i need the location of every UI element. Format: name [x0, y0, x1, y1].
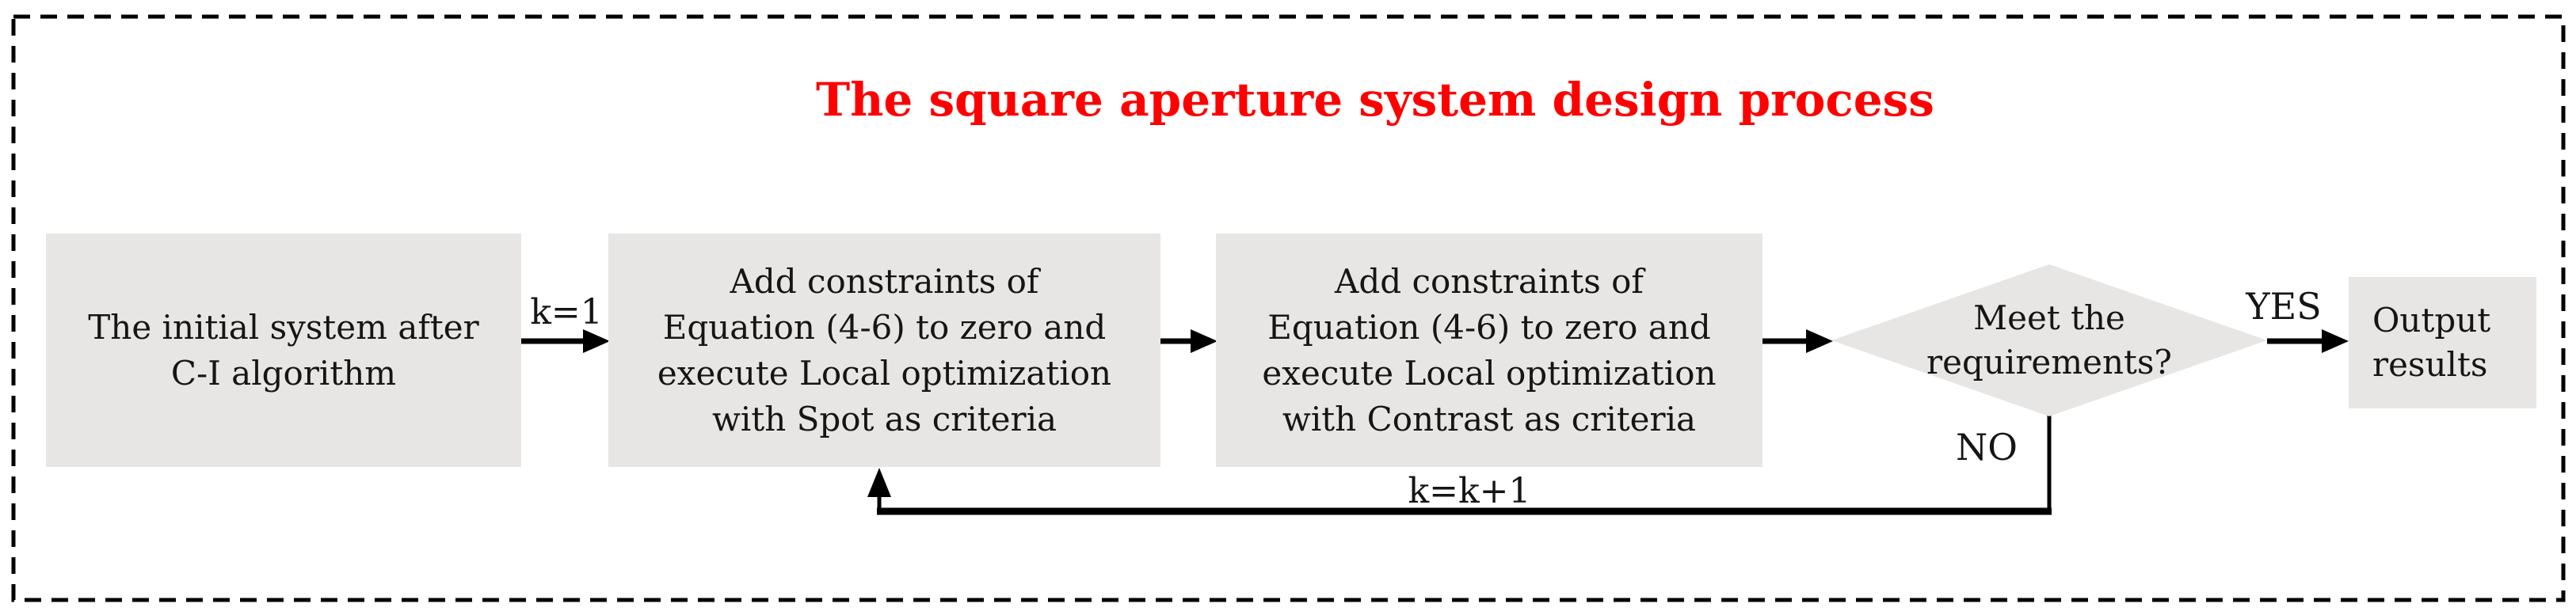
arrow-spot-to-contrast: [1160, 329, 1218, 353]
dashed-border: [11, 14, 2566, 602]
node-text-line: execute Local optimization: [657, 353, 1112, 393]
node-text-line: with Contrast as criteria: [1282, 399, 1697, 438]
edge-label-loop-increment: k=k+1: [1408, 471, 1531, 511]
figure-title: The square aperture system design proces…: [816, 73, 1934, 127]
node-text-line: Equation (4-6) to zero and: [1267, 307, 1711, 347]
node-text-line: The initial system after: [88, 307, 479, 347]
arrow-init-to-spot: [521, 329, 610, 353]
node-text-line: Meet the: [1973, 298, 2125, 337]
node-text-line: Add constraints of: [1335, 261, 1644, 301]
no-feedback-path: [867, 415, 2052, 515]
node-text-line: with Spot as criteria: [711, 399, 1057, 438]
node-text-line: results: [2372, 345, 2488, 384]
edge-label-no: NO: [1956, 426, 2018, 469]
node-initial-system: The initial system after C-I algorithm: [46, 233, 521, 467]
edge-label-k-init: k=1: [530, 292, 603, 332]
arrow-decision-to-output: [2267, 329, 2349, 353]
node-text-line: Equation (4-6) to zero and: [662, 307, 1107, 347]
node-text-line: Add constraints of: [730, 261, 1039, 301]
node-text-line: requirements?: [1926, 343, 2172, 382]
node-contrast-optimization: Add constraints of Equation (4-6) to zer…: [1216, 233, 1762, 467]
edge-label-yes: YES: [2246, 285, 2322, 328]
node-output-results: Output results: [2349, 277, 2536, 408]
node-text-line: execute Local optimization: [1262, 353, 1717, 393]
node-text-line: C-I algorithm: [170, 353, 397, 393]
node-text-line: Output: [2372, 301, 2491, 340]
node-spot-optimization: Add constraints of Equation (4-6) to zer…: [608, 233, 1160, 467]
arrow-contrast-to-decision: [1762, 329, 1833, 353]
